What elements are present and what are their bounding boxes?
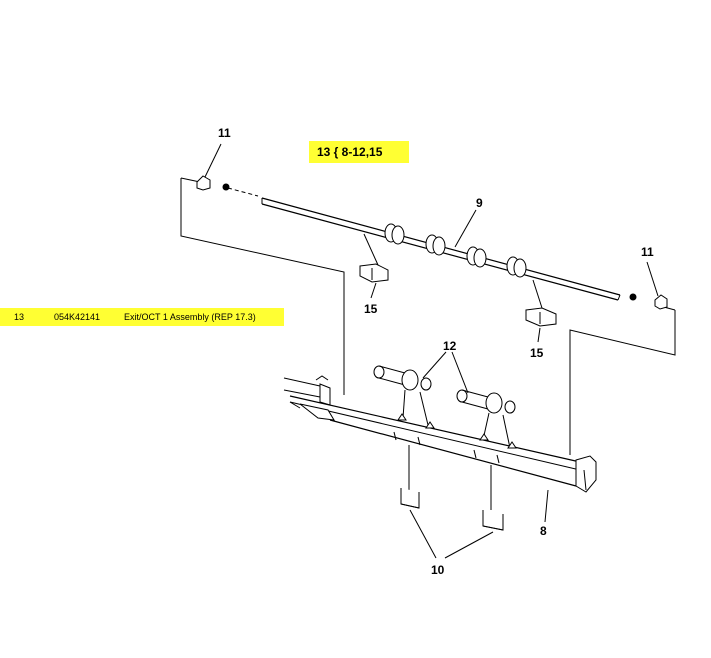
leader-9 bbox=[454, 209, 477, 248]
leader-10b bbox=[444, 531, 494, 559]
leader-15-right bbox=[537, 327, 541, 343]
leader-11-right bbox=[646, 261, 659, 297]
callout-8: 8 bbox=[540, 524, 547, 538]
clip-11-right bbox=[654, 294, 668, 310]
part-row-description: Exit/OCT 1 Assembly (REP 17.3) bbox=[124, 312, 256, 322]
clip-11-left bbox=[196, 175, 211, 191]
leader-11-left bbox=[204, 143, 222, 178]
part-row-item: 13 bbox=[14, 312, 25, 322]
shaft-9 bbox=[227, 187, 621, 301]
callout-9: 9 bbox=[476, 196, 483, 210]
callout-12: 12 bbox=[443, 339, 457, 353]
upper-group-outline-right bbox=[569, 310, 676, 455]
callout-10: 10 bbox=[431, 563, 445, 577]
leader-15-right-up bbox=[532, 279, 543, 309]
part-row: 13 054K42141 Exit/OCT 1 Assembly (REP 17… bbox=[0, 312, 284, 326]
kit-label: 13 { 8-12,15 bbox=[317, 145, 383, 159]
leader-15-left bbox=[370, 282, 377, 299]
actuator-10-left bbox=[400, 488, 420, 509]
callout-15-right: 15 bbox=[530, 346, 544, 360]
callout-15-left: 15 bbox=[364, 302, 378, 316]
part-12-left bbox=[373, 365, 432, 426]
leader-8 bbox=[544, 489, 549, 523]
part-15-right bbox=[525, 307, 557, 327]
leader-10a bbox=[409, 509, 437, 559]
leader-15-left-up bbox=[363, 233, 379, 266]
leader-12a bbox=[422, 351, 447, 379]
upper-group-outline bbox=[180, 178, 345, 395]
roller bbox=[384, 223, 527, 278]
part-12-right bbox=[456, 389, 516, 449]
frame-pins bbox=[393, 413, 517, 464]
leader-12b bbox=[451, 351, 469, 394]
part-15-left bbox=[359, 263, 389, 283]
part-row-part-number: 054K42141 bbox=[54, 312, 101, 322]
frame-8 bbox=[283, 375, 597, 523]
kit-label-highlight bbox=[309, 141, 409, 163]
part-row-highlight bbox=[0, 308, 284, 326]
actuator-10-right bbox=[482, 510, 504, 531]
callout-11-left: 11 bbox=[218, 126, 231, 140]
callout-11-right: 11 bbox=[641, 245, 654, 259]
